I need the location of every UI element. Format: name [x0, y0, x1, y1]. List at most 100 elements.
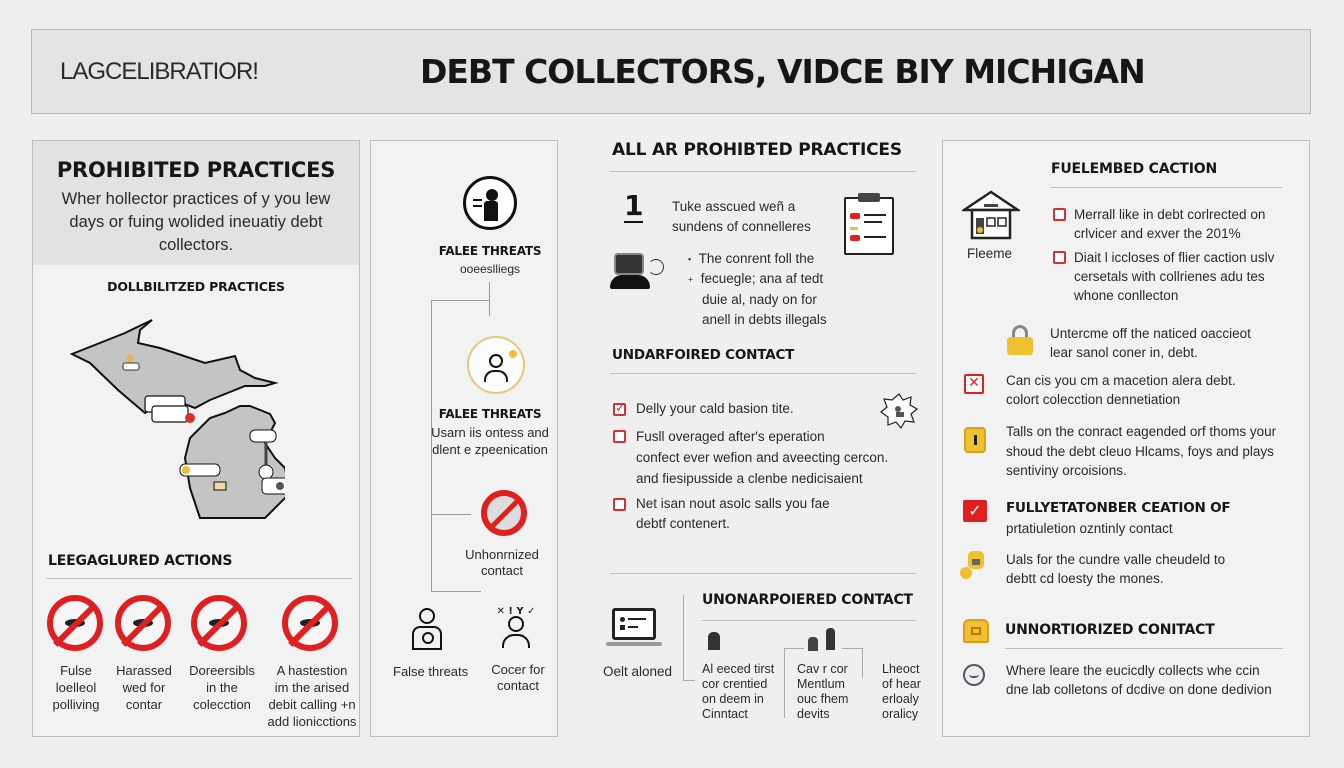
item-text: Untercme off the naticed oaccieot lear s…: [1050, 326, 1251, 360]
action-label: Fulse loelleol polliving: [40, 662, 112, 713]
checklist-text: Diait l iccloses of flier caction uslv c…: [1074, 250, 1275, 303]
checked-checkbox-icon[interactable]: ✓: [963, 500, 987, 522]
checklist-text: Fusll overaged after's eperation confect…: [636, 429, 889, 486]
house-icon: [962, 190, 1020, 240]
step-line: Tuke asscued weñ a: [672, 199, 796, 214]
action-line: in the: [206, 680, 238, 695]
right-panel: [942, 140, 1310, 737]
checklist-checkbox[interactable]: [1053, 251, 1066, 264]
person-icon: [808, 637, 818, 651]
person-badge-icon: [410, 608, 446, 652]
person-icon: [708, 632, 720, 650]
flow-node-line: contact: [497, 678, 539, 693]
person-icon: [826, 628, 835, 650]
laptop-label: Oelt aloned: [603, 664, 673, 679]
action-line: polliving: [52, 697, 100, 712]
action-line: Doreersibls: [189, 663, 255, 678]
divider: [1005, 648, 1283, 649]
checklist-checkbox[interactable]: [613, 498, 626, 511]
action-line: add lionicctions: [267, 714, 357, 729]
shouting-person-icon: ✕ ! Y ✓: [492, 606, 540, 650]
flow-arrow: [431, 514, 471, 515]
bottom-contact-heading: UNONARPOIERED CONTACT: [702, 592, 913, 608]
face-icon: [963, 664, 985, 686]
action-line: Harassed: [116, 663, 172, 678]
item-text: Where leare the eucicdly collects whe cc…: [1006, 663, 1272, 697]
briefcase-icon: [963, 619, 989, 643]
checklist-checkbox[interactable]: [613, 430, 626, 443]
bracket-line: [784, 648, 804, 649]
cancel-document-icon: ✕: [964, 374, 984, 394]
bracket-line: [683, 680, 695, 681]
burst-badge-icon: [880, 393, 918, 430]
clipboard-icon: [840, 193, 900, 259]
action-label: Harassed wed for contar: [108, 662, 180, 713]
bullet-continuation: duie al, nady on for: [702, 291, 817, 307]
intro-text: Wher hollector practices of y you lew da…: [32, 188, 360, 257]
page-title: DEBT COLLECTORS, VIDCE BIY MICHIGAN: [420, 52, 1146, 91]
divider: [702, 620, 916, 621]
checklist-text: Net isan nout asolc salls you fae debtf …: [636, 496, 830, 531]
divider: [1050, 187, 1282, 188]
intro-line: Wher hollector practices of y you lew: [61, 190, 331, 208]
flow-node-line: Cocer for: [491, 662, 545, 677]
action-line: wed for: [122, 680, 166, 695]
flow-arrow: [431, 591, 481, 592]
checklist-text: Merrall like in debt corlrected on crlvi…: [1074, 207, 1266, 241]
bracket-line: [862, 648, 863, 678]
prohibited-practices-title: PROHIBITED PRACTICES: [56, 158, 336, 182]
action-label: Doreersibls in the colecction: [180, 662, 264, 713]
bullet-list: • The conrent foll the + fecuegle; ana a…: [688, 249, 827, 330]
flow-node-desc: Cocer for contact: [480, 662, 556, 694]
prohibited-practices-intro-box: [32, 140, 360, 265]
prohibited-icon: [282, 595, 338, 651]
item-text: Uals for the cundre valle cheudeld to de…: [1006, 552, 1226, 586]
divider: [46, 578, 352, 579]
michigan-map-icon: [70, 319, 285, 519]
flow-node-sub: ooeeslliegs: [459, 262, 521, 276]
flow-connector: [489, 282, 490, 316]
item-text: Can cis you cm a macetion alera debt. co…: [1006, 373, 1236, 407]
item-text: Talls on the conract eagended orf thoms …: [1006, 424, 1277, 478]
brand-logo-text: LAGCELIBRATIOR!: [60, 58, 259, 85]
flow-node-desc: Usarn iis ontess and dlent e zpeenicatio…: [370, 424, 610, 458]
checklist-checkbox[interactable]: [613, 401, 626, 416]
bracket-line: [842, 648, 862, 649]
action-line: im the arised: [274, 680, 350, 695]
threat-person-icon: [463, 176, 517, 230]
map-heading: DOLLBILITZED PRACTICES: [107, 279, 285, 294]
flow-connector: [431, 300, 432, 592]
action-line: contar: [125, 697, 163, 712]
contact-column: Lheoct of hear erloaly oralicy: [882, 662, 921, 721]
flow-node-line: dlent e zpeenication: [432, 442, 548, 457]
action-line: loelleol: [55, 680, 97, 695]
flow-node-title: FALEE THREATS: [438, 244, 542, 258]
divider: [610, 373, 916, 374]
actions-heading: LEEGAGLURED ACTIONS: [48, 553, 233, 569]
bullet-item: + fecuegle; ana af tedt: [688, 271, 824, 287]
intro-line: days or fuing wolided ineuatiy debt: [69, 213, 323, 231]
action-line: Fulse: [60, 663, 92, 678]
flow-node-line: contact: [481, 563, 523, 578]
flow-node-line: Usarn iis ontess and: [431, 425, 549, 440]
prohibited-icon: [191, 595, 247, 651]
checked-sub: prtatiuletion ozntinly contact: [1006, 521, 1173, 536]
prohibited-icon: [47, 595, 103, 651]
flow-node-title: FALEE THREATS: [438, 407, 542, 421]
checklist-text: Delly your cald basion tite.: [636, 401, 794, 416]
step-line: sundens of connelleres: [672, 219, 811, 234]
checklist-checkbox[interactable]: [1053, 208, 1066, 221]
action-line: debit calling +n: [268, 697, 356, 712]
bottom-right-heading: UNNORTIORIZED CONITACT: [1005, 622, 1215, 638]
contact-column: Cav r cor Mentlum ouc fhem devits: [797, 662, 849, 721]
header-bar: [31, 29, 1311, 114]
prohibited-contact-icon: [481, 490, 527, 536]
bracket-line: [784, 648, 785, 718]
action-label: A hastestion im the arised debit calling…: [262, 662, 362, 730]
flow-node-desc: Unhonrnized contact: [440, 547, 564, 579]
intro-line: collectors.: [158, 236, 234, 254]
action-line: A hastestion: [276, 663, 348, 678]
action-line: colecction: [193, 697, 251, 712]
money-icon: [960, 551, 988, 581]
laptop-icon: [606, 608, 662, 650]
